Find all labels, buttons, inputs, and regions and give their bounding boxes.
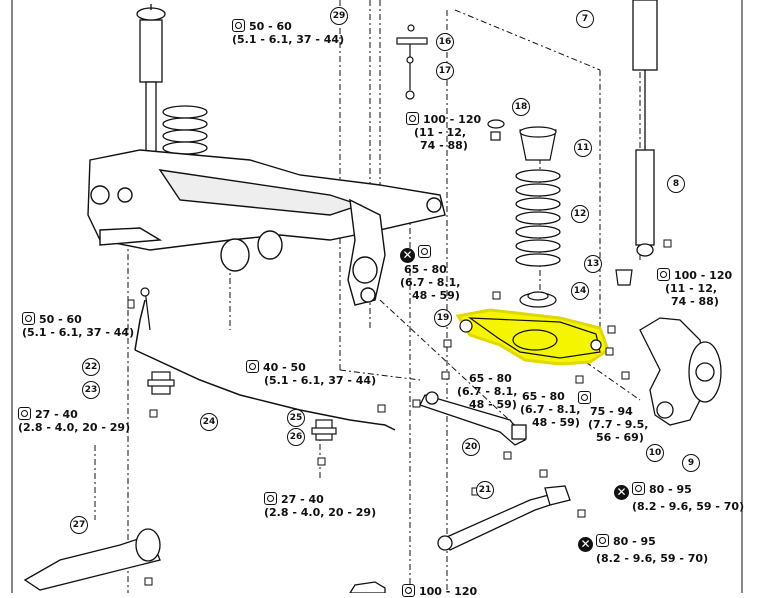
stabilizer-link-upper (396, 24, 428, 100)
torque-wrench-icon (406, 112, 419, 125)
torque-wrench-icon (657, 268, 670, 281)
no-reuse-icon: ✕ (614, 485, 629, 500)
torque-spec-arm-mid2: 65 - 80 (6.7 - 8.1, 48 - 59) (520, 390, 581, 429)
torque-wrench-icon (596, 534, 609, 547)
callout-17: 17 (436, 62, 454, 80)
callout-27: 27 (70, 516, 88, 534)
torque-spec-knuckle: 75 - 94 (7.7 - 9.5, 56 - 69) (578, 391, 648, 444)
torque-wrench-icon (578, 391, 591, 404)
torque-spec-right-upper: 100 - 120 (11 - 12, 74 - 88) (657, 268, 732, 308)
torque-spec-top-center: 50 - 60 (5.1 - 6.1, 37 - 44) (232, 19, 345, 46)
callout-24: 24 (200, 413, 218, 431)
torque-spec-mid-center: 100 - 120 (11 - 12, 74 - 88) (406, 112, 481, 152)
callout-13: 13 (584, 255, 602, 273)
bump-stopper (487, 119, 557, 161)
callout-19: 19 (434, 309, 452, 327)
torque-spec-left-lower: 27 - 40 (2.8 - 4.0, 20 - 29) (18, 407, 131, 434)
bound-bumper (615, 269, 633, 286)
stabilizer-bushing-left (147, 371, 175, 395)
torque-wrench-icon (18, 407, 31, 420)
callout-10: 10 (646, 444, 664, 462)
torque-spec-right-lower1: ✕80 - 95 (8.2 - 9.6, 59 - 70) (614, 482, 744, 513)
torque-spec-stabilizer: 40 - 50 (5.1 - 6.1, 37 - 44) (246, 360, 376, 387)
callout-11: 11 (574, 139, 592, 157)
stabilizer-connecting-rod (140, 287, 151, 331)
callout-12: 12 (571, 205, 589, 223)
torque-wrench-icon (232, 19, 245, 32)
torque-spec-center-lower: 27 - 40 (2.8 - 4.0, 20 - 29) (264, 492, 377, 519)
callout-25: 25 (287, 409, 305, 427)
right-shock-absorber (632, 0, 658, 257)
torque-wrench-icon (632, 482, 645, 495)
trailing-link (437, 485, 571, 551)
callout-16: 16 (436, 33, 454, 51)
callout-14: 14 (571, 282, 589, 300)
torque-wrench-icon (22, 312, 35, 325)
rear-subframe (87, 149, 446, 306)
bottom-mount (349, 581, 386, 593)
no-reuse-icon: ✕ (578, 537, 593, 552)
torque-wrench-icon (402, 584, 415, 597)
callout-29: 29 (330, 7, 348, 25)
torque-wrench-icon (246, 360, 259, 373)
callout-18: 18 (512, 98, 530, 116)
callout-9: 9 (682, 454, 700, 472)
torque-wrench-icon (264, 492, 277, 505)
rear-knuckle-hub (639, 317, 722, 426)
callout-22: 22 (82, 358, 100, 376)
lower-control-arm-highlighted[interactable] (455, 308, 610, 366)
torque-spec-arm-mid: 65 - 80 (6.7 - 8.1, 48 - 59) (457, 372, 518, 411)
callout-20: 20 (462, 438, 480, 456)
no-reuse-icon: ✕ (400, 248, 415, 263)
callout-8: 8 (667, 175, 685, 193)
left-shock-absorber (136, 4, 166, 163)
stabilizer-bushing-center (311, 419, 337, 441)
right-coil-spring (515, 169, 561, 267)
torque-spec-left: 50 - 60 (5.1 - 6.1, 37 - 44) (22, 312, 135, 339)
torque-spec-bottom: 100 - 120 (402, 584, 477, 598)
differential-mount (23, 528, 161, 591)
callout-21: 21 (476, 481, 494, 499)
fasteners (127, 239, 672, 586)
callout-26: 26 (287, 428, 305, 446)
callout-23: 23 (82, 381, 100, 399)
lower-spring-seat (519, 291, 557, 308)
torque-wrench-icon (418, 245, 431, 258)
callout-7: 7 (576, 10, 594, 28)
torque-spec-right-lower2: ✕80 - 95 (8.2 - 9.6, 59 - 70) (578, 534, 708, 565)
torque-spec-ctrl-arm-left: ✕ 65 - 80 (6.7 - 8.1, 48 - 59) (400, 245, 460, 302)
